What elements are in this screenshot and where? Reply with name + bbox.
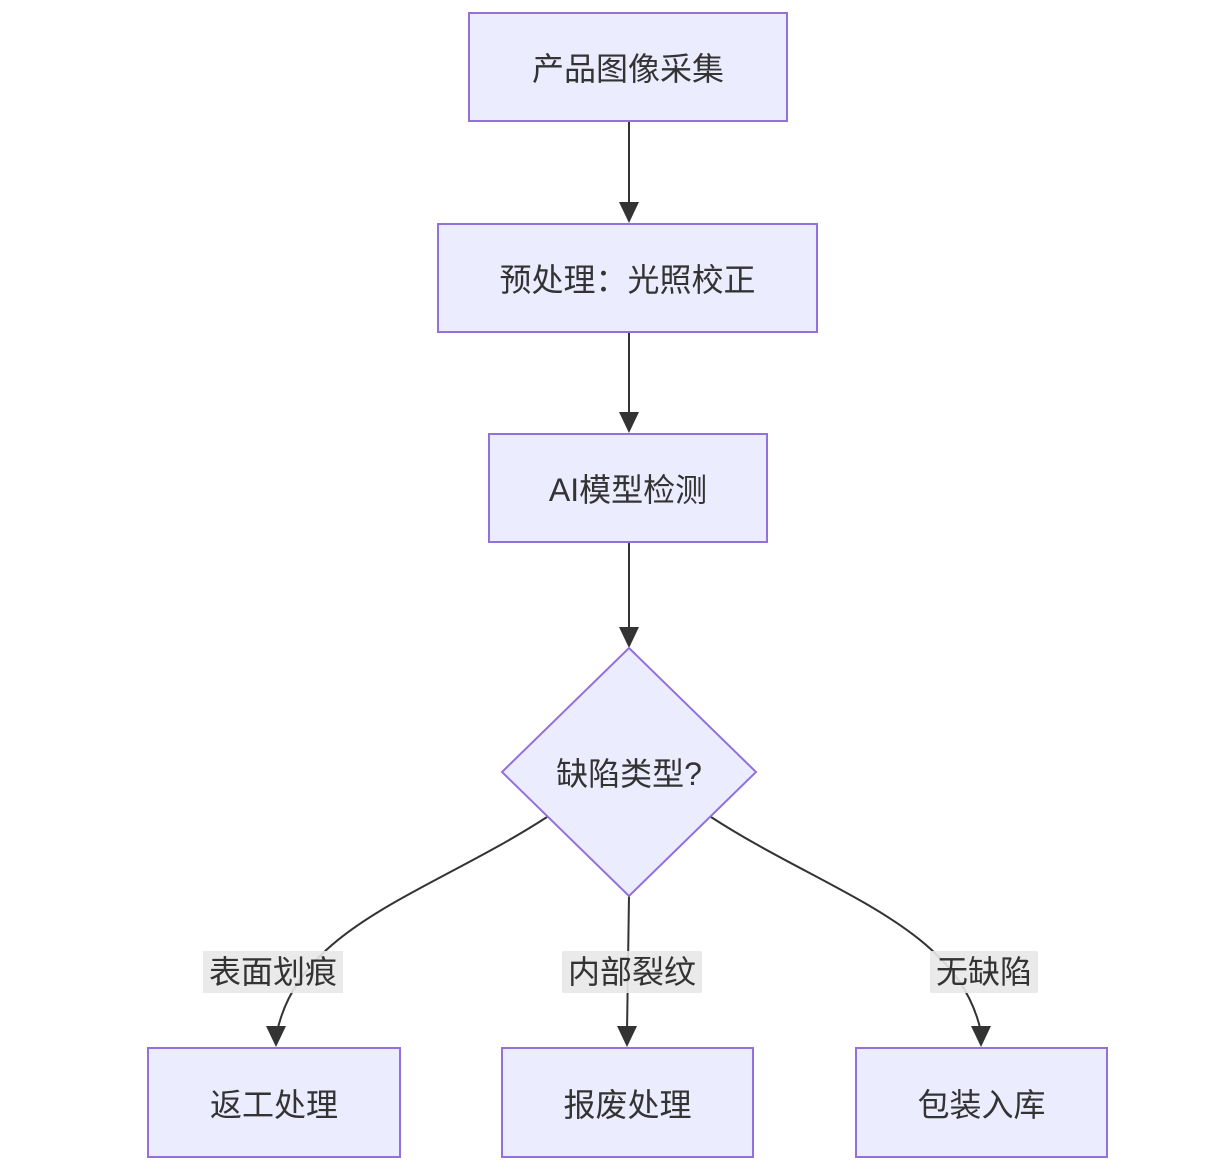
- node-decision-label: 缺陷类型?: [556, 756, 702, 792]
- node-capture: 产品图像采集: [468, 12, 788, 122]
- edge-decision-pack: [710, 816, 982, 1033]
- node-pack-label: 包装入库: [917, 1086, 1046, 1123]
- decision-diamond-shape: [500, 646, 758, 898]
- arrowhead-detect: [619, 412, 639, 433]
- node-rework: 返工处理: [147, 1047, 401, 1158]
- edge-label-nodefect: 无缺陷: [929, 951, 1039, 993]
- node-pack: 包装入库: [855, 1047, 1108, 1158]
- node-detect-label: AI模型检测: [548, 472, 708, 508]
- edge-label-scratch: 表面划痕: [202, 951, 344, 993]
- arrowhead-preprocess: [619, 202, 639, 223]
- node-preprocess-label: 预处理：光照校正: [499, 262, 756, 298]
- node-rework-label: 返工处理: [209, 1086, 338, 1123]
- node-decision: 缺陷类型?: [504, 750, 754, 794]
- arrowhead-scrap: [617, 1026, 637, 1047]
- node-preprocess: 预处理：光照校正: [437, 223, 818, 333]
- arrowhead-pack: [971, 1026, 991, 1047]
- node-scrap: 报废处理: [501, 1047, 754, 1158]
- node-detect: AI模型检测: [488, 433, 768, 543]
- edge-decision-rework: [276, 816, 548, 1033]
- edge-label-crack: 内部裂纹: [561, 951, 703, 993]
- arrowhead-decision: [619, 627, 639, 648]
- arrowhead-rework: [266, 1026, 286, 1047]
- node-capture-label: 产品图像采集: [531, 51, 724, 87]
- node-scrap-label: 报废处理: [563, 1086, 692, 1123]
